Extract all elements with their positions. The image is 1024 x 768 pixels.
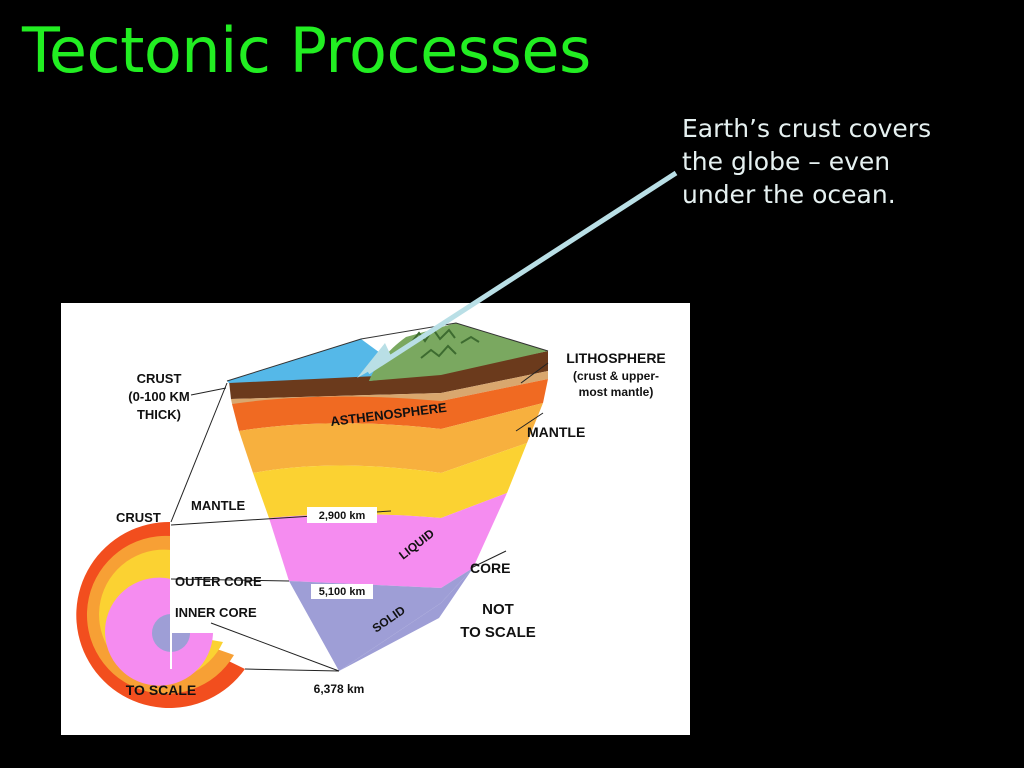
ocean-surface (227, 339, 441, 383)
label-to-scale: TO SCALE (126, 682, 197, 698)
right-mantle-yellow (441, 443, 527, 518)
connector-lines (170, 362, 549, 672)
left-mantle-yellow (253, 465, 441, 518)
label-crust-thick: THICK) (137, 407, 181, 422)
arrow-head (357, 343, 392, 378)
label-lithosphere-note: (crust & upper- (573, 369, 659, 383)
label-depth-6378: 6,378 km (314, 682, 365, 696)
wedge-top-surface (226, 322, 549, 383)
label-depth-2900: 2,900 km (319, 510, 366, 522)
label-not-to-scale: NOT (482, 601, 514, 618)
left-inner-core (289, 581, 441, 671)
label-not-to-scale: TO SCALE (460, 624, 536, 641)
left-outer-core (269, 514, 441, 588)
right-mantle-orange (441, 403, 543, 473)
label-crust-thick: CRUST (137, 371, 182, 386)
caption-text: Earth’s crust covers the globe – even un… (682, 112, 1002, 211)
crust-outline (226, 322, 549, 382)
right-crust-layer (441, 351, 548, 393)
right-asthenosphere (441, 379, 548, 429)
label-crust: CRUST (116, 510, 161, 525)
diagram-labels: CRUST (0-100 KM THICK) LITHOSPHERE (crus… (116, 350, 666, 698)
label-inner-core: INNER CORE (175, 605, 257, 620)
label-depth-5100: 5,100 km (319, 586, 366, 598)
to-scale-globe (76, 521, 245, 708)
label-crust-thick: (0-100 KM (128, 389, 189, 404)
label-mantle-small: MANTLE (191, 498, 245, 513)
left-mantle-orange (239, 423, 441, 473)
label-core: CORE (470, 560, 510, 576)
right-outer-core (441, 493, 507, 588)
caption-line: under the ocean. (682, 180, 896, 209)
left-asthenosphere (232, 396, 441, 431)
wedge-right-face (339, 351, 548, 671)
wedge-left-face (229, 373, 441, 671)
depth-box-2900 (307, 507, 377, 523)
slide-title: Tectonic Processes (22, 14, 591, 87)
label-outer-core: OUTER CORE (175, 574, 262, 589)
label-lithosphere-note: most mantle) (579, 385, 654, 399)
right-tan-layer (441, 371, 548, 401)
earth-layers-diagram: CRUST (0-100 KM THICK) LITHOSPHERE (crus… (61, 303, 690, 735)
arrow-shaft (366, 170, 678, 375)
caption-line: the globe – even (682, 147, 891, 176)
label-lithosphere: LITHOSPHERE (566, 350, 666, 366)
label-mantle: MANTLE (527, 424, 585, 440)
caption-line: Earth’s crust covers (682, 114, 932, 143)
diagram-svg: CRUST (0-100 KM THICK) LITHOSPHERE (crus… (76, 322, 666, 708)
depth-box-5100 (311, 584, 373, 599)
